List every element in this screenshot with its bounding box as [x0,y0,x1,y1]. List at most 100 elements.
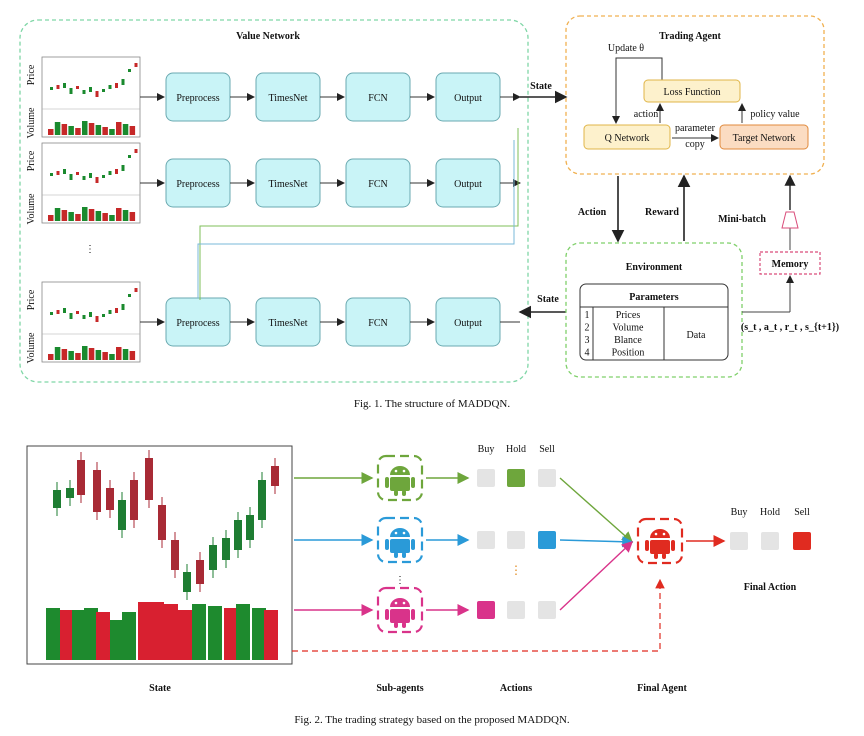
action-header: Sell [539,444,555,455]
candle-body [106,488,114,510]
android-leg-icon [402,622,406,628]
mini-candle [82,90,86,94]
step-label: Preprocess [176,318,219,329]
target-network-label: Target Network [733,133,796,144]
actions-to-final-arrow [559,541,634,611]
android-leg-icon [394,490,398,496]
action-label: action [634,109,658,120]
transition-tuple: (s_t , a_t , r_t , s_{t+1}) [741,322,839,333]
mini-volume-bar [129,212,136,221]
price-axis-label: Price [26,289,37,310]
reward-edge-label: Reward [645,207,679,218]
android-arm-icon [385,609,389,620]
agent-frame [376,454,424,502]
volume-bar [192,604,206,660]
action-cell [477,469,495,487]
state-candles [53,450,279,600]
mini-volume-bar [129,351,136,360]
volume-axis-label: Volume [26,193,37,224]
mini-volume-bar [109,129,115,135]
action-cell [538,469,556,487]
sub-agent-icon [376,454,424,502]
action-cell [477,601,495,619]
android-body-icon [390,477,410,491]
mini-volume-bar [68,351,74,360]
android-leg-icon [394,552,398,558]
label-final-agent: Final Agent [637,683,687,694]
mini-candle [82,176,86,180]
price-axis-label: Price [26,150,37,171]
param-name: Volume [613,323,644,334]
mini-candle [102,89,105,92]
sampler-icon [781,211,799,229]
mini-volume-bar [48,215,54,221]
update-theta-label: Update θ [608,43,644,54]
final-agent-icon [636,517,684,565]
action-cell [507,469,525,487]
mini-candle [128,294,131,297]
android-arm-icon [385,477,389,488]
mini-candle [121,165,125,171]
step-label: FCN [368,179,387,190]
mini-candle [50,173,53,176]
android-eye-icon [662,532,666,536]
volume-bar [110,620,124,660]
mini-volume-bar [95,125,102,135]
mini-candle [115,308,118,313]
mini-candle [108,310,112,314]
step-label: Output [454,179,482,190]
mini-volume-bar [88,348,95,360]
mini-volume-bar [48,129,54,135]
mini-volume-bar [75,353,81,360]
final-action-cell [793,532,811,550]
candle-body [77,460,85,495]
android-leg-icon [402,552,406,558]
candle-body [118,500,126,530]
volume-axis-label: Volume [26,332,37,363]
parameters-table [579,283,729,361]
actions-to-final-arrow [559,477,634,543]
volume-bar [264,610,278,660]
label-sub-agents: Sub-agents [376,683,423,694]
mini-candle [76,311,79,314]
final-action-cell [761,532,779,550]
step-label: TimesNet [268,93,307,104]
candle-body [209,545,217,570]
candle-body [53,490,61,508]
step-label: TimesNet [268,318,307,329]
volume-bar [84,608,98,660]
final-action-cell [730,532,748,550]
parameters-header: Parameters [629,292,679,303]
mini-candle [121,79,125,85]
mini-volume-bar [68,212,74,221]
mini-volume-bar [95,350,102,360]
final-action-header: Hold [760,507,780,518]
action-header: Hold [506,444,526,455]
mini-candle [50,312,53,315]
mini-candle [95,316,99,322]
mini-volume-bar [54,122,61,135]
mini-volume-bar [102,127,108,135]
loss-function-box [643,79,741,103]
action-cell [477,531,495,549]
param-copy-label-1: parameter [675,123,716,134]
environment-panel [565,242,743,378]
param-number: 1 [585,310,590,321]
mini-candle [63,169,66,174]
volume-bar [164,604,178,660]
mini-candle [102,314,105,317]
mini-candle [121,304,125,310]
label-final-action: Final Action [744,582,797,593]
mini-candle [56,85,60,89]
step-label: FCN [368,93,387,104]
memory-box [759,251,821,275]
mini-candle [128,69,131,72]
mini-candle [63,83,66,88]
volume-bar [72,610,86,660]
actions-ellipsis: ⋮ [510,563,522,577]
mini-volume-bar [68,126,74,135]
android-arm-icon [411,609,415,620]
